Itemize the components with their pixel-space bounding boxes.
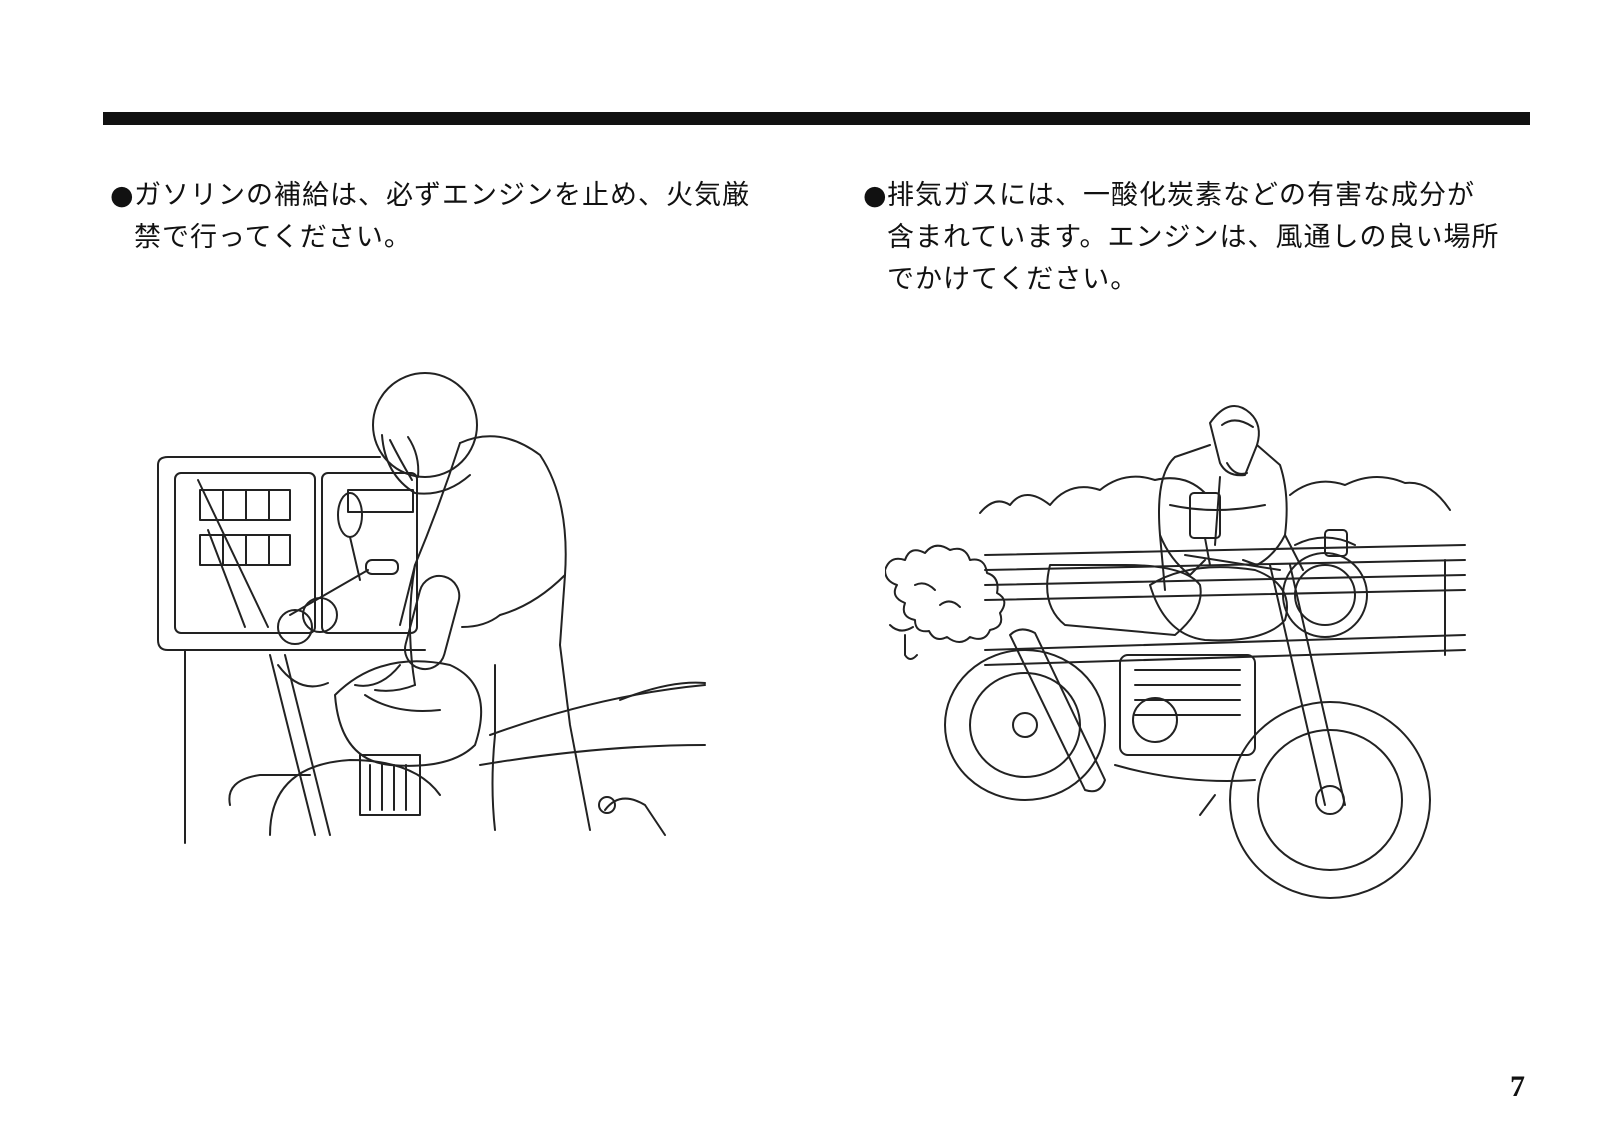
rider-icon <box>1158 404 1304 591</box>
bullet-icon: ● <box>863 180 888 211</box>
motorcycle-icon <box>228 492 706 836</box>
rider-icon <box>354 372 591 831</box>
refueling-drawing <box>157 372 706 844</box>
fuel-pump-icon <box>157 456 426 844</box>
note-text-line: 禁で行ってください。 <box>134 222 412 253</box>
note-text-line: ガソリンの補給は、必ずエンジンを止め、火気厳 <box>134 180 750 211</box>
exhaust-drawing <box>885 404 1466 899</box>
top-rule <box>103 112 1530 125</box>
note-text-line: 排気ガスには、一酸化炭素などの有害な成分が <box>887 180 1475 211</box>
note-text-line: でかけてください。 <box>887 264 1139 295</box>
exhaust-smoke-icon <box>885 544 1006 643</box>
refueling-illustration <box>150 365 730 865</box>
bullet-icon: ● <box>110 180 135 211</box>
motorcycle-icon <box>944 492 1431 899</box>
exhaust-illustration <box>885 385 1525 915</box>
page-number: 7 <box>1510 1070 1525 1103</box>
scenery-icon <box>904 475 1466 666</box>
note-text-line: 含まれています。エンジンは、風通しの良い場所 <box>887 222 1500 253</box>
refuel-caution-note: ● ガソリンの補給は、必ずエンジンを止め、火気厳 禁で行ってください。 <box>110 175 800 259</box>
exhaust-caution-note: ● 排気ガスには、一酸化炭素などの有害な成分が 含まれています。エンジンは、風通… <box>863 175 1543 301</box>
